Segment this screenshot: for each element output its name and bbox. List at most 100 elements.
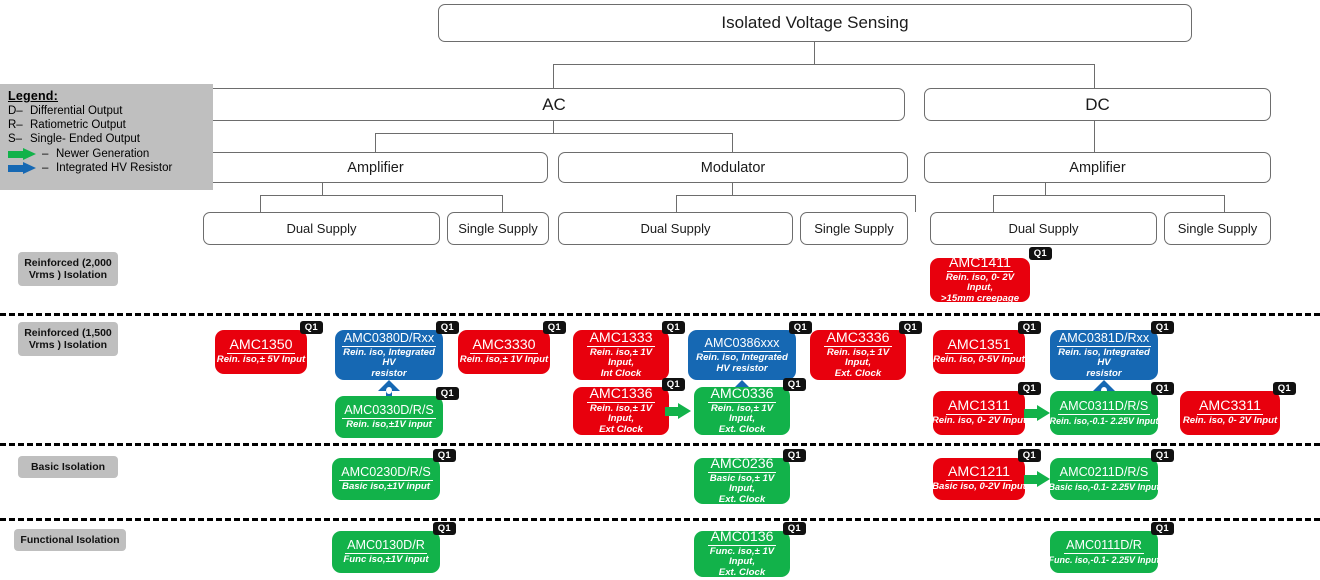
green-right-arrow-amc1211-to-amc0211 [1024, 471, 1050, 488]
legend-key-d: D– [8, 105, 23, 117]
product-chip-amc3311[interactable]: AMC3311 Rein. iso, 0- 2V Input Q1 [1180, 382, 1296, 435]
product-part-number: AMC3330 [470, 337, 538, 355]
connector-dc-amp-single-drop [1224, 195, 1226, 212]
connector-ac-drop [553, 64, 555, 88]
tree-node-dc-amp-dual-supply[interactable]: Dual Supply [930, 212, 1157, 245]
product-chip-amc0311d-r-s[interactable]: AMC0311D/R/S Rein. iso,-0.1- 2.25V Input… [1049, 382, 1174, 435]
product-chip-amc1211[interactable]: AMC1211 Basic iso, 0-2V Input Q1 [932, 449, 1041, 500]
product-part-number: AMC1351 [945, 337, 1013, 355]
separator-1500-basic [0, 443, 1320, 446]
tree-node-ac-mod-dual-supply-label: Dual Supply [640, 221, 711, 236]
connector-ac-stem [553, 121, 555, 133]
connector-ac-mod-stem [732, 183, 734, 195]
product-chip-amc0336[interactable]: AMC0336 Rein. iso,± 1V Input,Ext. Clock … [694, 378, 806, 435]
product-description: Func. iso,± 1V Input,Ext. Clock [709, 545, 775, 578]
product-part-number: AMC0211D/R/S [1057, 465, 1151, 482]
product-chip-amc1336[interactable]: AMC1336 Rein. iso,± 1V Input,Ext Clock Q… [573, 378, 685, 435]
tree-node-ac-modulator-label: Modulator [700, 159, 766, 176]
product-description: Func iso,±1V input [343, 554, 429, 566]
connector-ac-amp-stem [322, 183, 324, 195]
product-chip-amc1351[interactable]: AMC1351 Rein. iso, 0-5V Input Q1 [933, 321, 1041, 374]
tree-node-dc-amplifier[interactable]: Amplifier [924, 152, 1271, 183]
product-part-number: AMC0330D/R/S [342, 403, 436, 420]
legend-row-r: R– Ratiometric Output [8, 118, 213, 132]
tree-node-ac-mod-single-supply[interactable]: Single Supply [800, 212, 908, 245]
q1-badge: Q1 [661, 321, 685, 334]
product-chip-amc0211d-r-s[interactable]: AMC0211D/R/S Basic iso,-0.1- 2.25V Input… [1048, 449, 1174, 500]
tree-node-dc-amp-dual-supply-label: Dual Supply [1008, 221, 1079, 236]
connector-ac-amp-dual-drop [260, 195, 262, 212]
q1-badge: Q1 [1150, 449, 1174, 462]
tree-node-ac-amp-single-supply[interactable]: Single Supply [447, 212, 549, 245]
legend-dash-newer: – [42, 147, 49, 160]
product-part-number: AMC0236 [708, 455, 776, 473]
q1-badge: Q1 [898, 321, 922, 334]
product-description: Rein. iso, 0- 2V Input [931, 415, 1027, 427]
q1-badge: Q1 [1017, 321, 1041, 334]
legend-text-d: Differential Output [30, 105, 123, 117]
tree-node-ac-amp-single-supply-label: Single Supply [458, 221, 538, 236]
q1-badge: Q1 [782, 449, 806, 462]
tree-node-ac-modulator[interactable]: Modulator [558, 152, 908, 183]
q1-badge: Q1 [661, 378, 685, 391]
legend-title: Legend: [8, 89, 59, 103]
product-description: Basic iso,-0.1- 2.25V Input [1048, 482, 1160, 493]
q1-badge: Q1 [435, 387, 459, 400]
tree-node-ac-amplifier-label: Amplifier [347, 159, 404, 176]
product-part-number: AMC0111D/R [1064, 538, 1144, 555]
tree-node-root[interactable]: Isolated Voltage Sensing [438, 4, 1192, 42]
product-chip-amc1411[interactable]: AMC1411 Rein. iso, 0- 2V Input,>15mm cre… [930, 247, 1052, 304]
q1-badge: Q1 [782, 378, 806, 391]
legend-text-s: Single- Ended Output [30, 133, 140, 146]
product-chip-amc0230d-r-s[interactable]: AMC0230D/R/S Basic iso,±1V input Q1 [332, 449, 456, 500]
connector-ac-bus [375, 133, 733, 135]
separator-2000-1500 [0, 313, 1320, 316]
connector-ac-mod-single-drop [915, 195, 917, 212]
legend-row-newer-generation: – Newer Generation [8, 147, 213, 161]
product-chip-amc1311[interactable]: AMC1311 Rein. iso, 0- 2V Input Q1 [931, 382, 1041, 435]
product-description: Basic iso,± 1V Input,Ext. Clock [709, 472, 775, 505]
product-part-number: AMC0136 [708, 528, 776, 546]
product-chip-amc1350[interactable]: AMC1350 Rein. iso,± 5V Input Q1 [215, 321, 323, 374]
tree-node-root-label: Isolated Voltage Sensing [721, 13, 909, 32]
q1-badge: Q1 [1150, 321, 1174, 334]
product-chip-amc3336[interactable]: AMC3336 Rein. iso,± 1V Input,Ext. Clock … [810, 321, 922, 380]
product-description: Func. iso,-0.1- 2.25V Input [1048, 555, 1160, 566]
connector-ac-amp-bus [260, 195, 503, 197]
tree-node-ac-amplifier[interactable]: Amplifier [203, 152, 548, 183]
product-part-number: AMC0230D/R/S [339, 465, 433, 482]
product-part-number: AMC3311 [1196, 398, 1264, 416]
blue-arrow-icon [8, 161, 42, 175]
product-description: Rein. iso,±1V input [346, 419, 432, 431]
separator-basic-functional [0, 518, 1320, 521]
product-chip-amc0111d-r[interactable]: AMC0111D/R Func. iso,-0.1- 2.25V Input Q… [1048, 522, 1174, 573]
product-chip-amc3330[interactable]: AMC3330 Rein. iso,± 1V Input Q1 [458, 321, 566, 374]
legend-dash-hv: – [42, 161, 49, 174]
product-chip-amc1333[interactable]: AMC1333 Rein. iso,± 1V Input,Int Clock Q… [573, 321, 685, 380]
tree-node-dc[interactable]: DC [924, 88, 1271, 121]
product-description: Basic iso, 0-2V Input [932, 481, 1026, 493]
q1-badge: Q1 [1150, 522, 1174, 535]
band-label-basic: Basic Isolation [18, 456, 118, 478]
tree-node-ac-amp-dual-supply[interactable]: Dual Supply [203, 212, 440, 245]
product-chip-amc0330d-r-s[interactable]: AMC0330D/R/S Rein. iso,±1V input Q1 [335, 387, 459, 438]
product-chip-amc0236[interactable]: AMC0236 Basic iso,± 1V Input,Ext. Clock … [694, 449, 806, 505]
product-chip-amc0136[interactable]: AMC0136 Func. iso,± 1V Input,Ext. Clock … [694, 522, 806, 578]
product-part-number: AMC1350 [227, 337, 295, 355]
blue-up-arrow-amc0330-to-amc0380 [378, 380, 400, 400]
connector-root-stem [814, 42, 816, 64]
legend-key-r: R– [8, 119, 23, 132]
q1-badge: Q1 [542, 321, 566, 334]
product-description: Basic iso,±1V input [342, 481, 430, 493]
tree-node-ac[interactable]: AC [203, 88, 905, 121]
product-part-number: AMC0386xxx [702, 335, 782, 352]
q1-badge: Q1 [1017, 382, 1041, 395]
tree-node-ac-mod-dual-supply[interactable]: Dual Supply [558, 212, 793, 245]
q1-badge: Q1 [432, 449, 456, 462]
product-chip-amc0130d-r[interactable]: AMC0130D/R Func iso,±1V input Q1 [332, 522, 456, 573]
tree-node-dc-amp-single-supply[interactable]: Single Supply [1164, 212, 1271, 245]
connector-ac-amp-drop [375, 133, 377, 152]
